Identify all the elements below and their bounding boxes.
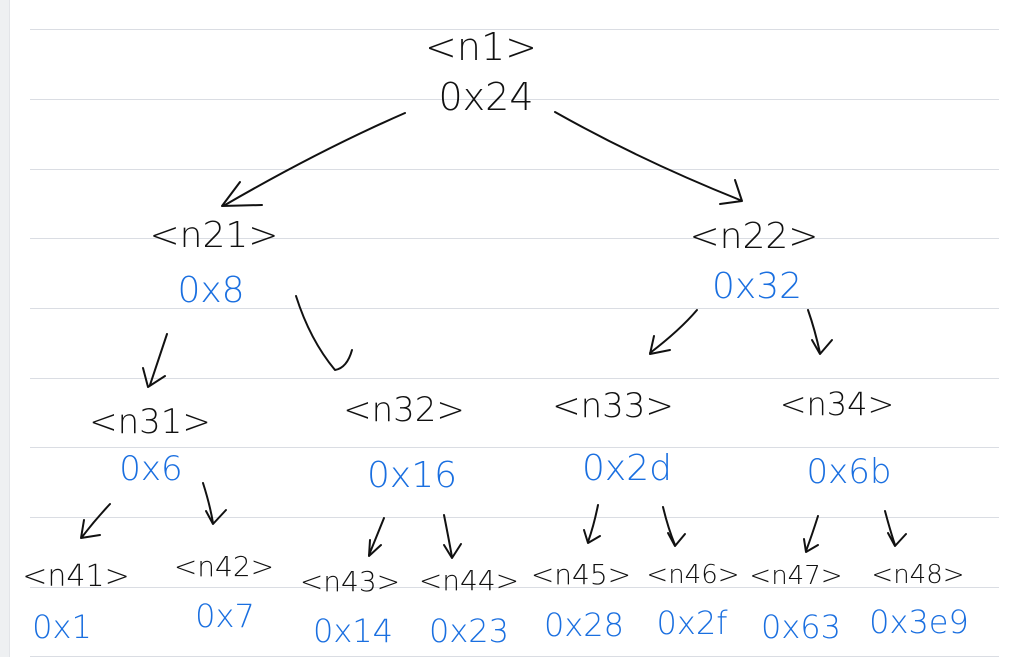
ruled-line <box>30 308 999 309</box>
node-value: 0x3e9 <box>869 603 969 641</box>
edge-n22-n34 <box>807 309 833 355</box>
edge-n1-n22 <box>554 111 743 205</box>
node-value: 0x24 <box>438 75 533 119</box>
edge-n1-n21 <box>221 112 406 207</box>
node-n46: <n46> 0x2f <box>646 560 739 642</box>
node-label: <n34> <box>780 385 895 423</box>
node-label: <n46> <box>646 560 739 590</box>
node-n45: <n45> 0x28 <box>531 558 631 644</box>
edge-n33-n45 <box>583 504 601 544</box>
node-value: 0x16 <box>367 455 457 496</box>
ruled-line <box>30 447 999 448</box>
edge-n32-n43 <box>368 517 385 557</box>
node-n44: <n44> 0x23 <box>419 564 519 650</box>
node-n21: <n21> 0x8 <box>150 215 279 311</box>
node-label: <n45> <box>531 558 631 591</box>
node-n33: <n33> 0x2d <box>552 386 674 489</box>
node-n47: <n47> 0x63 <box>749 561 842 646</box>
ruled-line <box>30 99 999 100</box>
node-value: 0x2d <box>582 448 672 489</box>
node-value: 0x1 <box>32 608 92 646</box>
node-label: <n32> <box>343 390 465 430</box>
edge-n31-n41 <box>80 503 111 539</box>
ruled-line <box>30 169 999 170</box>
node-value: 0x63 <box>761 608 841 646</box>
node-label: <n44> <box>419 564 519 597</box>
edge-n21-n32 <box>295 295 353 371</box>
ruled-line <box>30 587 999 588</box>
node-label: <n48> <box>871 560 964 590</box>
node-value: 0x8 <box>177 270 244 311</box>
node-label: <n43> <box>300 565 400 598</box>
node-label: <n47> <box>749 561 842 591</box>
node-value: 0x14 <box>313 612 393 650</box>
ruled-line <box>30 378 999 379</box>
node-n42: <n42> 0x7 <box>174 550 274 635</box>
edge-n32-n44 <box>443 514 462 559</box>
node-n48: <n48> 0x3e9 <box>869 560 969 641</box>
node-label: <n42> <box>174 550 274 583</box>
edge-n33-n46 <box>662 506 686 547</box>
edge-n22-n33 <box>649 309 698 355</box>
node-value: 0x28 <box>544 606 624 644</box>
edge-n31-n42 <box>202 482 227 525</box>
ruled-line <box>30 29 999 30</box>
node-n31: <n31> 0x6 <box>89 402 211 489</box>
node-n34: <n34> 0x6b <box>780 385 895 492</box>
node-label: <n41> <box>22 559 129 594</box>
node-label: <n1> <box>425 25 537 69</box>
edge-n34-n48 <box>884 510 907 547</box>
node-value: 0x32 <box>712 266 802 307</box>
node-value: 0x2f <box>657 604 729 642</box>
node-n1: <n1> 0x24 <box>425 25 537 119</box>
page-margin-strip <box>0 0 10 657</box>
node-value: 0x6b <box>807 452 892 492</box>
node-label: <n31> <box>89 402 211 442</box>
node-n22: <n22> 0x32 <box>690 216 819 307</box>
node-value: 0x7 <box>195 597 255 635</box>
node-value: 0x6 <box>119 449 182 489</box>
node-label: <n22> <box>690 216 819 257</box>
edge-n34-n47 <box>803 515 819 553</box>
node-n41: <n41> 0x1 <box>22 559 129 646</box>
node-label: <n33> <box>552 386 674 426</box>
ruled-line <box>30 238 999 239</box>
ruled-line <box>30 517 999 518</box>
node-label: <n21> <box>150 215 279 256</box>
edge-n21-n31 <box>142 333 168 388</box>
node-n43: <n43> 0x14 <box>300 565 400 650</box>
node-n32: <n32> 0x16 <box>343 390 465 496</box>
node-value: 0x23 <box>429 612 509 650</box>
